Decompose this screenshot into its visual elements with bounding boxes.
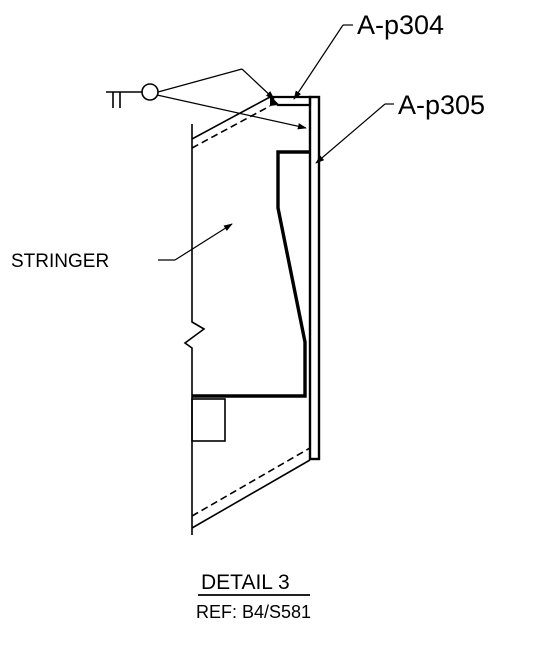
callout-a-p304: A-p304 (357, 10, 444, 40)
weld-symbol-icon (106, 68, 307, 130)
leader-a-p304 (293, 24, 353, 100)
leader-stringer (158, 223, 233, 261)
leader-a-p305 (315, 103, 394, 164)
detail-title: DETAIL 3 (201, 571, 290, 594)
cap-plate (267, 95, 312, 107)
detail-reference: REF: B4/S581 (196, 602, 311, 622)
callout-a-p305: A-p305 (398, 90, 485, 120)
top-flange (191, 96, 271, 149)
title-block: DETAIL 3 REF: B4/S581 (196, 571, 311, 622)
stringer-break-line (183, 124, 206, 535)
lower-block (191, 398, 226, 442)
bearing-plate (308, 95, 321, 461)
bottom-flange (191, 447, 311, 529)
tapered-stiffener (192, 150, 310, 398)
callout-stringer: STRINGER (11, 251, 109, 272)
